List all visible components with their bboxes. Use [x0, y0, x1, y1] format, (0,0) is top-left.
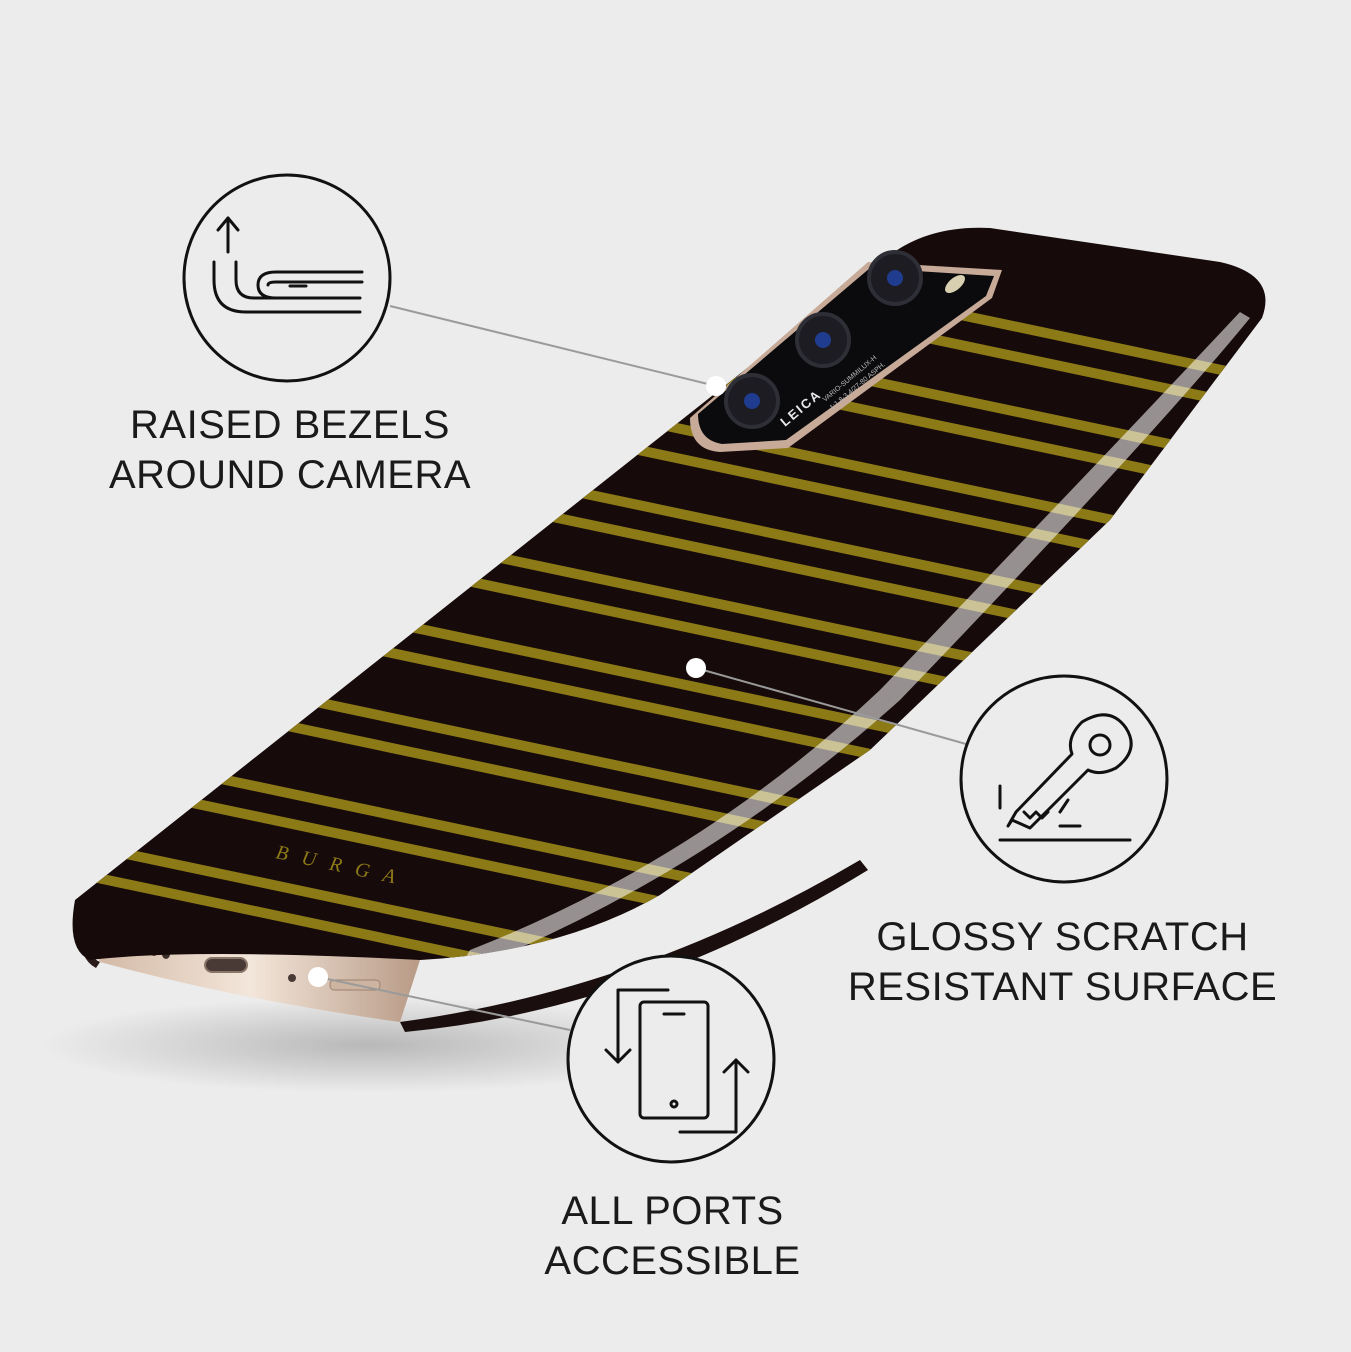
feature-label-line: AROUND CAMERA: [108, 453, 472, 497]
callout-dot: [308, 967, 328, 987]
feature-label-ports-accessible: ALL PORTS ACCESSIBLE: [520, 1186, 825, 1286]
callout-lines: [317, 305, 967, 1031]
phone-rotate-icon: [566, 954, 776, 1164]
feature-label-line: RAISED BEZELS: [130, 403, 450, 447]
raised-bezel-icon: [182, 173, 392, 383]
usb-c-port: [204, 957, 248, 973]
feature-label-line: ACCESSIBLE: [544, 1239, 801, 1283]
phone-shadow: [40, 997, 700, 1093]
feature-label-glossy-surface: GLOSSY SCRATCH RESISTANT SURFACE: [840, 912, 1285, 1012]
feature-label-line: GLOSSY SCRATCH: [876, 915, 1249, 959]
callout-dot: [686, 658, 706, 678]
feature-label-line: RESISTANT SURFACE: [847, 965, 1278, 1009]
callout-dot: [706, 376, 726, 396]
feature-label-line: ALL PORTS: [561, 1189, 784, 1233]
camera-module: LEICA VARIO-SUMMILUX-H 1:1.8-3.4/27-80 A…: [690, 250, 1002, 452]
key-scratch-icon: [959, 674, 1169, 884]
microphone-hole: [288, 974, 296, 982]
camera-flash: [945, 275, 965, 293]
feature-label-raised-bezels: RAISED BEZELS AROUND CAMERA: [90, 400, 490, 500]
